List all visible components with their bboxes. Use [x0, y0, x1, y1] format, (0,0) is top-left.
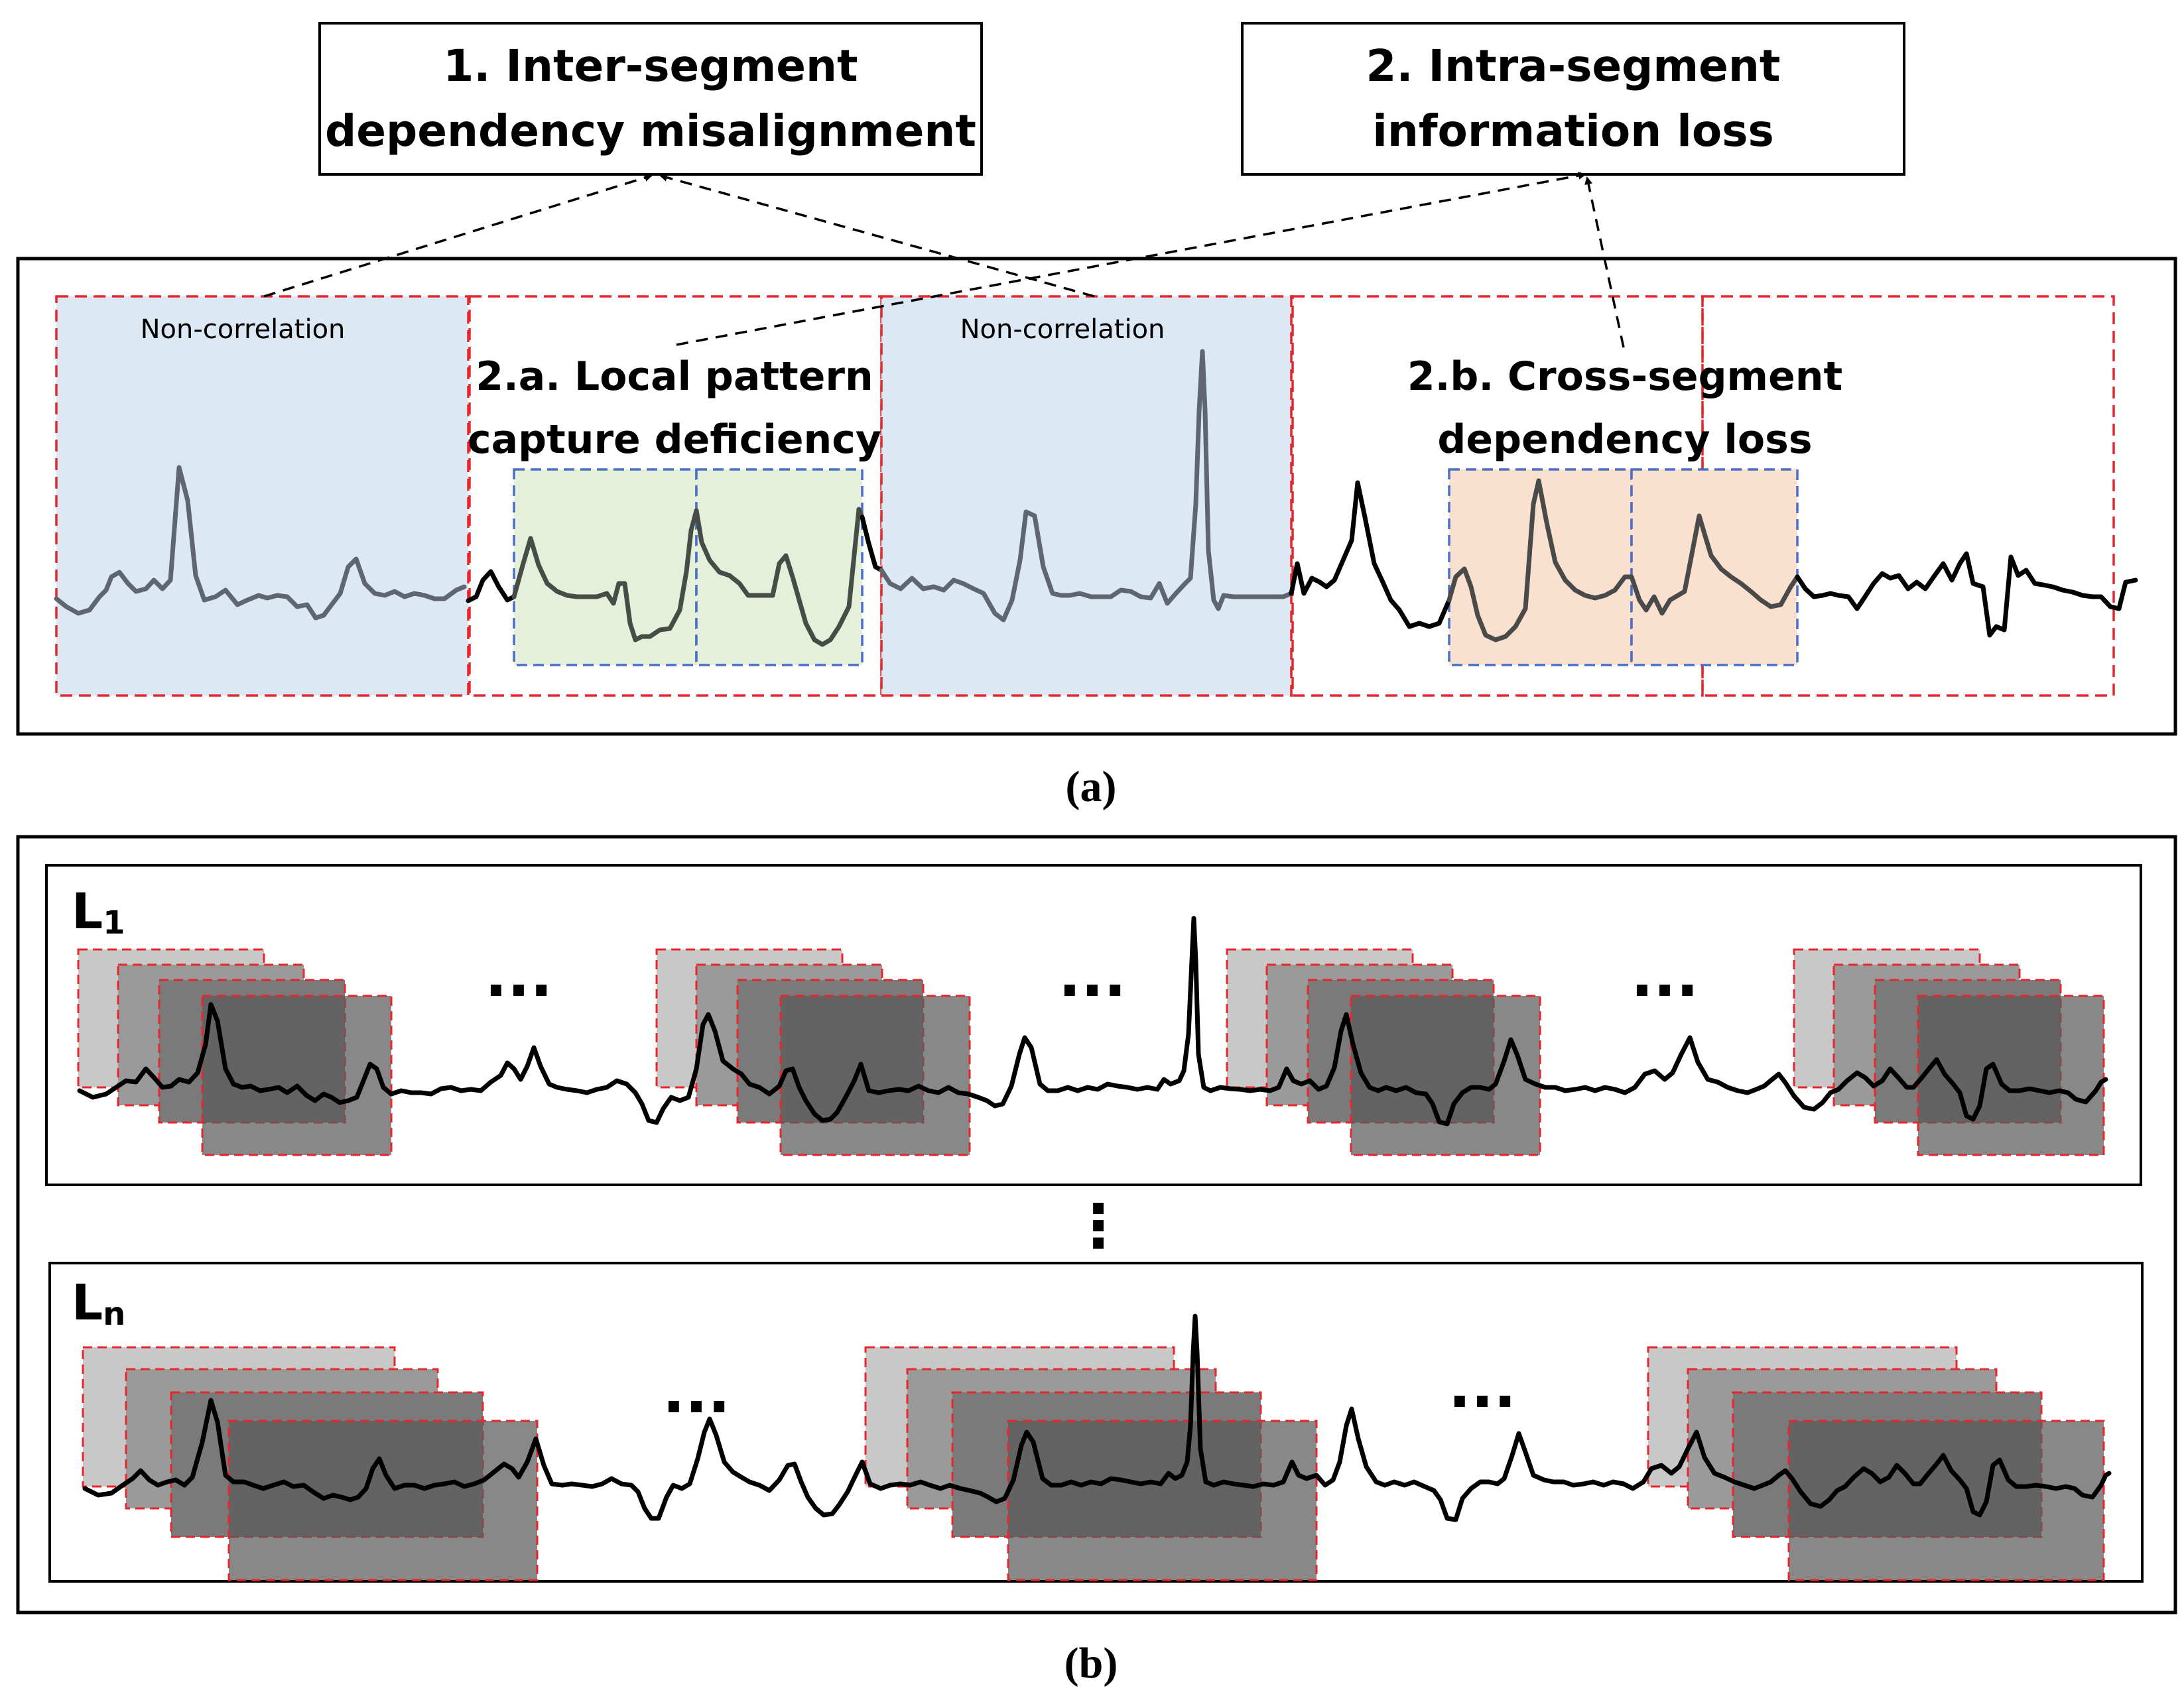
segment-3-non-correlation: [880, 295, 1293, 697]
signal-segment-3: [879, 349, 1294, 623]
signal-segment-2-tail: [860, 515, 884, 573]
level-1-box: [45, 864, 2142, 1186]
panel-a: 1. Inter-segment dependency misalignment…: [16, 22, 2177, 811]
vertical-ellipsis: ⋮: [1068, 1191, 1128, 1261]
level-1-windows-group-3: [1226, 948, 1541, 1156]
level-n-label: Ln: [72, 1274, 125, 1333]
signal-segment-2-patches: [511, 507, 865, 647]
level-1-windows-group-4: [1793, 948, 2105, 1156]
signal-segment-1: [54, 465, 467, 621]
segment-1-non-correlation: [55, 295, 470, 697]
level-n-windows-group-1: [82, 1346, 539, 1581]
non-correlation-label-left: Non-correlation: [141, 314, 346, 345]
level-1-signal: [77, 916, 2108, 1126]
issue-1-line-1: 1. Inter-segment: [443, 40, 858, 91]
cross-patch-1: [1448, 468, 1633, 666]
local-pattern-label-1: 2.a. Local pattern: [476, 353, 873, 400]
level-1-windows-group-1: [77, 948, 393, 1156]
signal-segment-5: [1795, 551, 2138, 638]
local-patch-1: [513, 468, 698, 666]
issue-2-box: [1241, 22, 1905, 176]
arrow-2b-to-issue2: [1584, 176, 1625, 348]
panel-b-frame: [16, 835, 2177, 1614]
issue-2-line-2: information loss: [1372, 105, 1774, 156]
cross-patch-2: [1630, 468, 1799, 666]
issue-1-line-2: dependency misalignment: [325, 105, 976, 156]
cross-segment-label-2: dependency loss: [1437, 416, 1812, 463]
level-n-signal: [82, 1313, 2112, 1522]
level-1-label: L1: [72, 883, 125, 942]
level-1-ellipsis-3: ...: [1631, 941, 1699, 1010]
arrow-2a-to-issue2: [676, 171, 1586, 346]
segment-2: [468, 295, 883, 697]
segment-4: [1291, 295, 1704, 697]
cross-segment-label-1: 2.b. Cross-segment: [1407, 353, 1842, 400]
level-n-windows-group-3: [1647, 1346, 2105, 1581]
caption-a: (a): [1066, 762, 1117, 811]
arrow-seg1-to-issue1: [263, 174, 653, 298]
non-correlation-label-right: Non-correlation: [960, 314, 1165, 345]
issue-1-box: [318, 22, 983, 176]
level-1-ellipsis-2: ...: [1059, 941, 1127, 1010]
signal-segment-4-5: [1289, 480, 1452, 629]
panel-a-frame: [16, 257, 2177, 736]
arrows: [263, 171, 1625, 348]
signal-segment-2-outside: [466, 569, 517, 603]
local-pattern-label-2: capture deficiency: [468, 416, 881, 463]
level-1-windows-group-2: [655, 948, 971, 1156]
caption-b: (b): [1064, 1639, 1118, 1687]
level-n-windows-group-2: [864, 1346, 1318, 1581]
signal-cross-patches: [1446, 478, 1800, 642]
level-n-ellipsis-2: ...: [1448, 1352, 1517, 1422]
arrow-seg3-to-issue1: [659, 173, 1095, 298]
level-1-ellipsis-1: ...: [485, 941, 553, 1010]
issue-2-line-1: 2. Intra-segment: [1366, 40, 1781, 91]
panel-b: L1 ... ... ...: [16, 835, 2177, 1687]
level-n-ellipsis-1: ...: [663, 1357, 731, 1427]
